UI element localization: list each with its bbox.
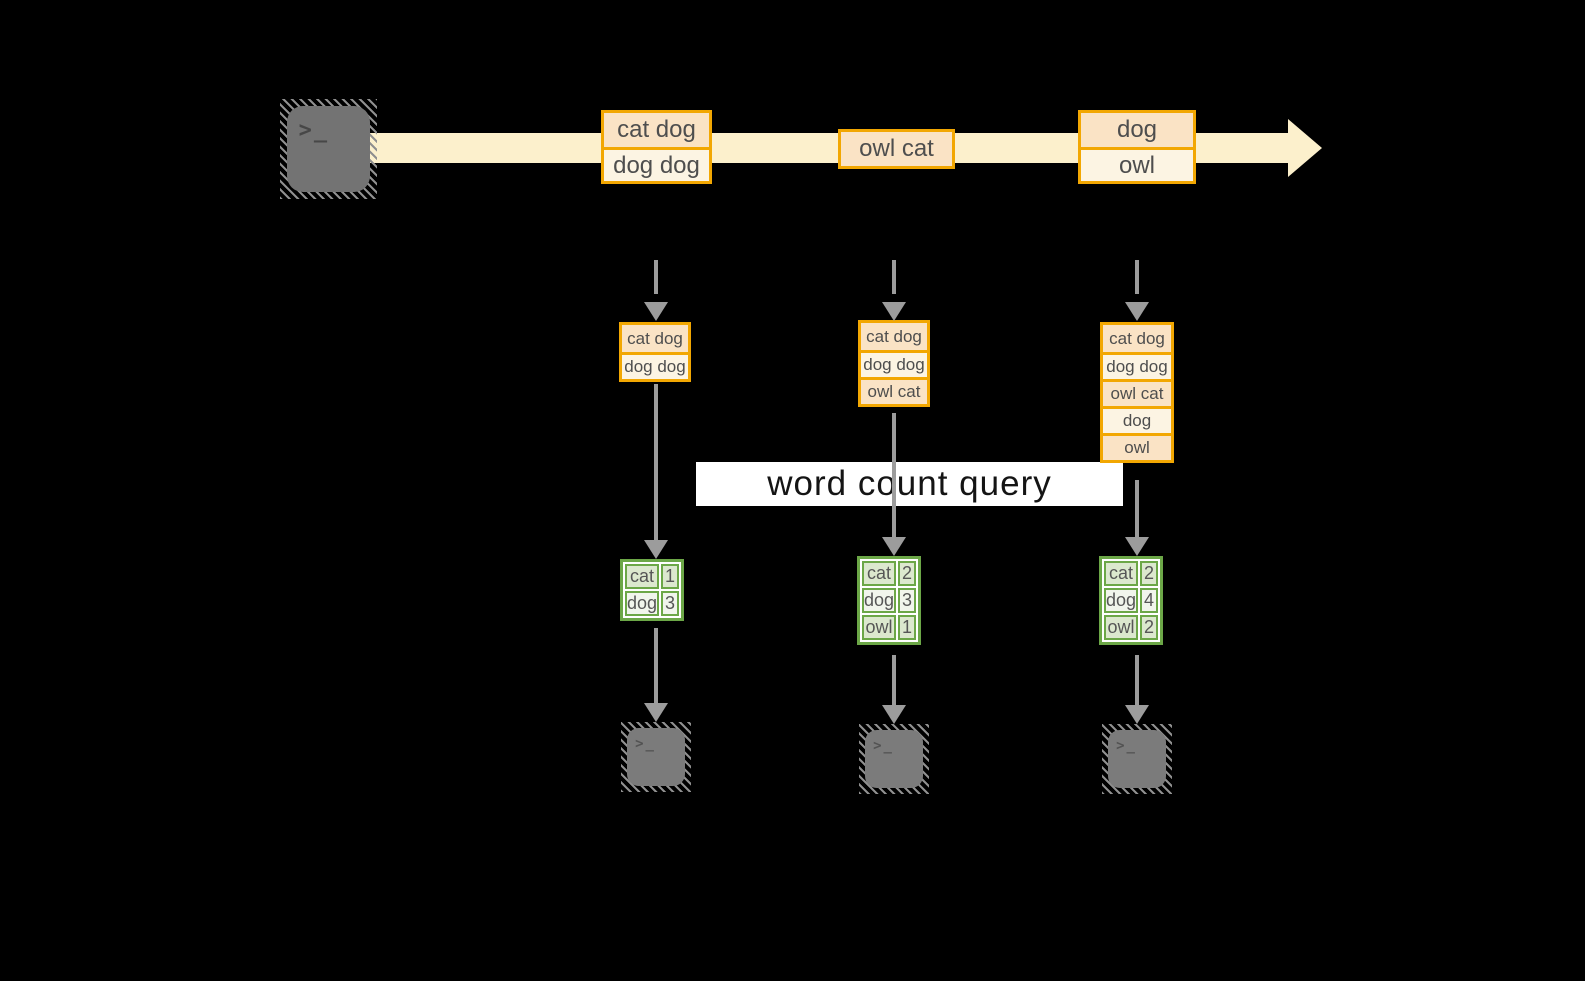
table-row: dog 3 (862, 588, 917, 613)
arrow-shaft (892, 260, 896, 294)
arrow-shaft (1135, 260, 1139, 294)
table-row: owl 1 (862, 615, 917, 640)
arrow-down-icon (882, 413, 906, 556)
table-cell-count: 2 (1140, 561, 1159, 586)
arrow-shaft (892, 655, 896, 705)
table-cell-word: dog (1104, 588, 1139, 613)
terminal-prompt-icon: >_ (1116, 738, 1137, 755)
dashed-arrow-down-icon (1125, 260, 1149, 321)
terminal-body: >_ (1108, 730, 1166, 788)
terminal-body: >_ (287, 106, 370, 192)
result-table-1: cat 1 dog 3 (620, 559, 685, 621)
snapshot-stack-3: cat dog dog dog owl cat dog owl (1100, 322, 1174, 463)
arrow-head-icon (1125, 705, 1149, 724)
arrow-shaft (892, 413, 896, 537)
sink-terminal-icon: >_ (621, 722, 691, 792)
event-line: dog dog (604, 147, 709, 181)
table-row: cat 2 (1104, 561, 1159, 586)
table-row: dog 3 (625, 591, 680, 616)
snapshot-line: cat dog (861, 323, 927, 350)
snapshot-line: dog dog (861, 350, 927, 377)
snapshot-stack-1: cat dog dog dog (619, 322, 691, 382)
table-cell-count: 4 (1140, 588, 1159, 613)
table-row: cat 2 (862, 561, 917, 586)
arrow-head-icon (1125, 537, 1149, 556)
result-table-2: cat 2 dog 3 owl 1 (857, 556, 922, 645)
event-line: owl cat (841, 132, 952, 166)
table-row: cat 1 (625, 564, 680, 589)
table-cell-count: 3 (898, 588, 917, 613)
arrow-head-icon (644, 302, 668, 321)
terminal-prompt-icon: >_ (635, 736, 656, 753)
source-terminal-icon: >_ (280, 99, 377, 199)
table-cell-word: cat (625, 564, 660, 589)
stream-event-1: cat dog dog dog (601, 110, 712, 184)
arrow-down-icon (1125, 655, 1149, 724)
arrow-shaft (1135, 480, 1139, 537)
sink-terminal-icon: >_ (859, 724, 929, 794)
stream-event-2: owl cat (838, 129, 955, 169)
stream-event-3: dog owl (1078, 110, 1196, 184)
arrow-down-icon (644, 628, 668, 722)
result-table-3: cat 2 dog 4 owl 2 (1099, 556, 1164, 645)
table-cell-word: cat (1104, 561, 1139, 586)
arrow-head-icon (882, 537, 906, 556)
snapshot-line: owl cat (1103, 379, 1171, 406)
arrow-shaft (654, 260, 658, 294)
table-cell-word: dog (862, 588, 897, 613)
arrow-shaft (654, 628, 658, 703)
event-line: cat dog (604, 113, 709, 147)
snapshot-line: dog (1103, 406, 1171, 433)
arrow-down-icon (644, 384, 668, 559)
arrow-shaft (1135, 655, 1139, 705)
arrow-head-icon (882, 302, 906, 321)
terminal-prompt-icon: >_ (298, 118, 330, 144)
terminal-body: >_ (865, 730, 923, 788)
snapshot-line: cat dog (1103, 325, 1171, 352)
table-cell-word: dog (625, 591, 660, 616)
arrow-down-icon (882, 655, 906, 724)
dashed-arrow-down-icon (882, 260, 906, 321)
table-cell-count: 1 (898, 615, 917, 640)
arrow-down-icon (1125, 480, 1149, 556)
table-cell-count: 3 (661, 591, 680, 616)
dashed-arrow-down-icon (644, 260, 668, 321)
query-label: word count query (696, 462, 1123, 506)
snapshot-line: owl (1103, 433, 1171, 460)
snapshot-line: cat dog (622, 325, 688, 352)
snapshot-line: owl cat (861, 377, 927, 404)
table-cell-count: 2 (898, 561, 917, 586)
table-cell-word: owl (862, 615, 897, 640)
arrow-shaft (654, 384, 658, 540)
terminal-prompt-icon: >_ (873, 738, 894, 755)
arrow-head-icon (644, 703, 668, 722)
arrow-head-icon (882, 705, 906, 724)
table-cell-word: cat (862, 561, 897, 586)
snapshot-line: dog dog (1103, 352, 1171, 379)
arrow-head-icon (1125, 302, 1149, 321)
table-cell-count: 1 (661, 564, 680, 589)
sink-terminal-icon: >_ (1102, 724, 1172, 794)
snapshot-line: dog dog (622, 352, 688, 379)
snapshot-stack-2: cat dog dog dog owl cat (858, 320, 930, 407)
event-line: owl (1081, 147, 1193, 181)
table-row: dog 4 (1104, 588, 1159, 613)
table-row: owl 2 (1104, 615, 1159, 640)
stream-arrowhead-icon (1288, 119, 1322, 177)
arrow-head-icon (644, 540, 668, 559)
table-cell-count: 2 (1140, 615, 1159, 640)
event-line: dog (1081, 113, 1193, 147)
table-cell-word: owl (1104, 615, 1139, 640)
terminal-body: >_ (627, 728, 685, 786)
